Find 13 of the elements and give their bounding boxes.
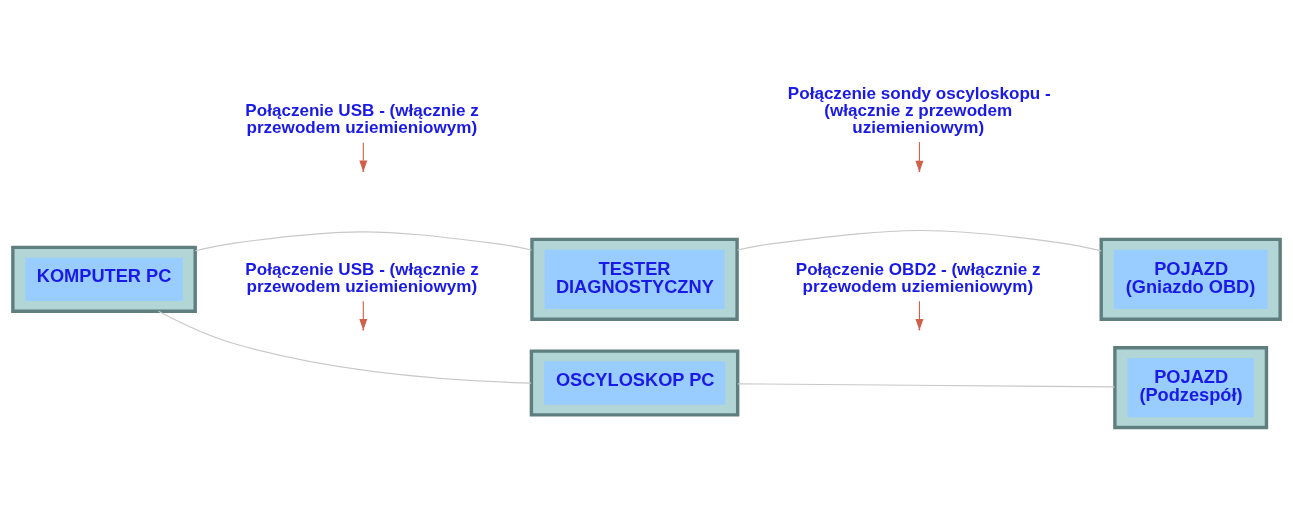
node-text: Połączenie OBD2 - (włącznie z przewodem uziemieniowym) bbox=[795, 259, 1041, 296]
node-box: POJAZD (Gniazdo OBD) bbox=[1099, 237, 1282, 321]
node-box: POJAZD (Podzespół) bbox=[1113, 345, 1269, 429]
node-box: OSCYLOSKOP PC bbox=[529, 348, 740, 417]
connector bbox=[157, 310, 532, 384]
node-box: TESTER DIAGNOSTYCZNY bbox=[530, 237, 739, 321]
connector bbox=[737, 382, 1116, 387]
node-box: KOMPUTER PC bbox=[11, 245, 197, 313]
node-text: Połączenie sondy oscyloskopu - (włącznie z przewodem uziemieniowym) bbox=[787, 83, 1051, 137]
node-text: Połączenie USB - (włącznie z przewodem uziemieniowym) bbox=[245, 100, 479, 137]
connector bbox=[194, 230, 533, 251]
node-text: Połączenie USB - (włącznie z przewodem uziemieniowym) bbox=[245, 259, 479, 296]
connector bbox=[736, 229, 1102, 251]
